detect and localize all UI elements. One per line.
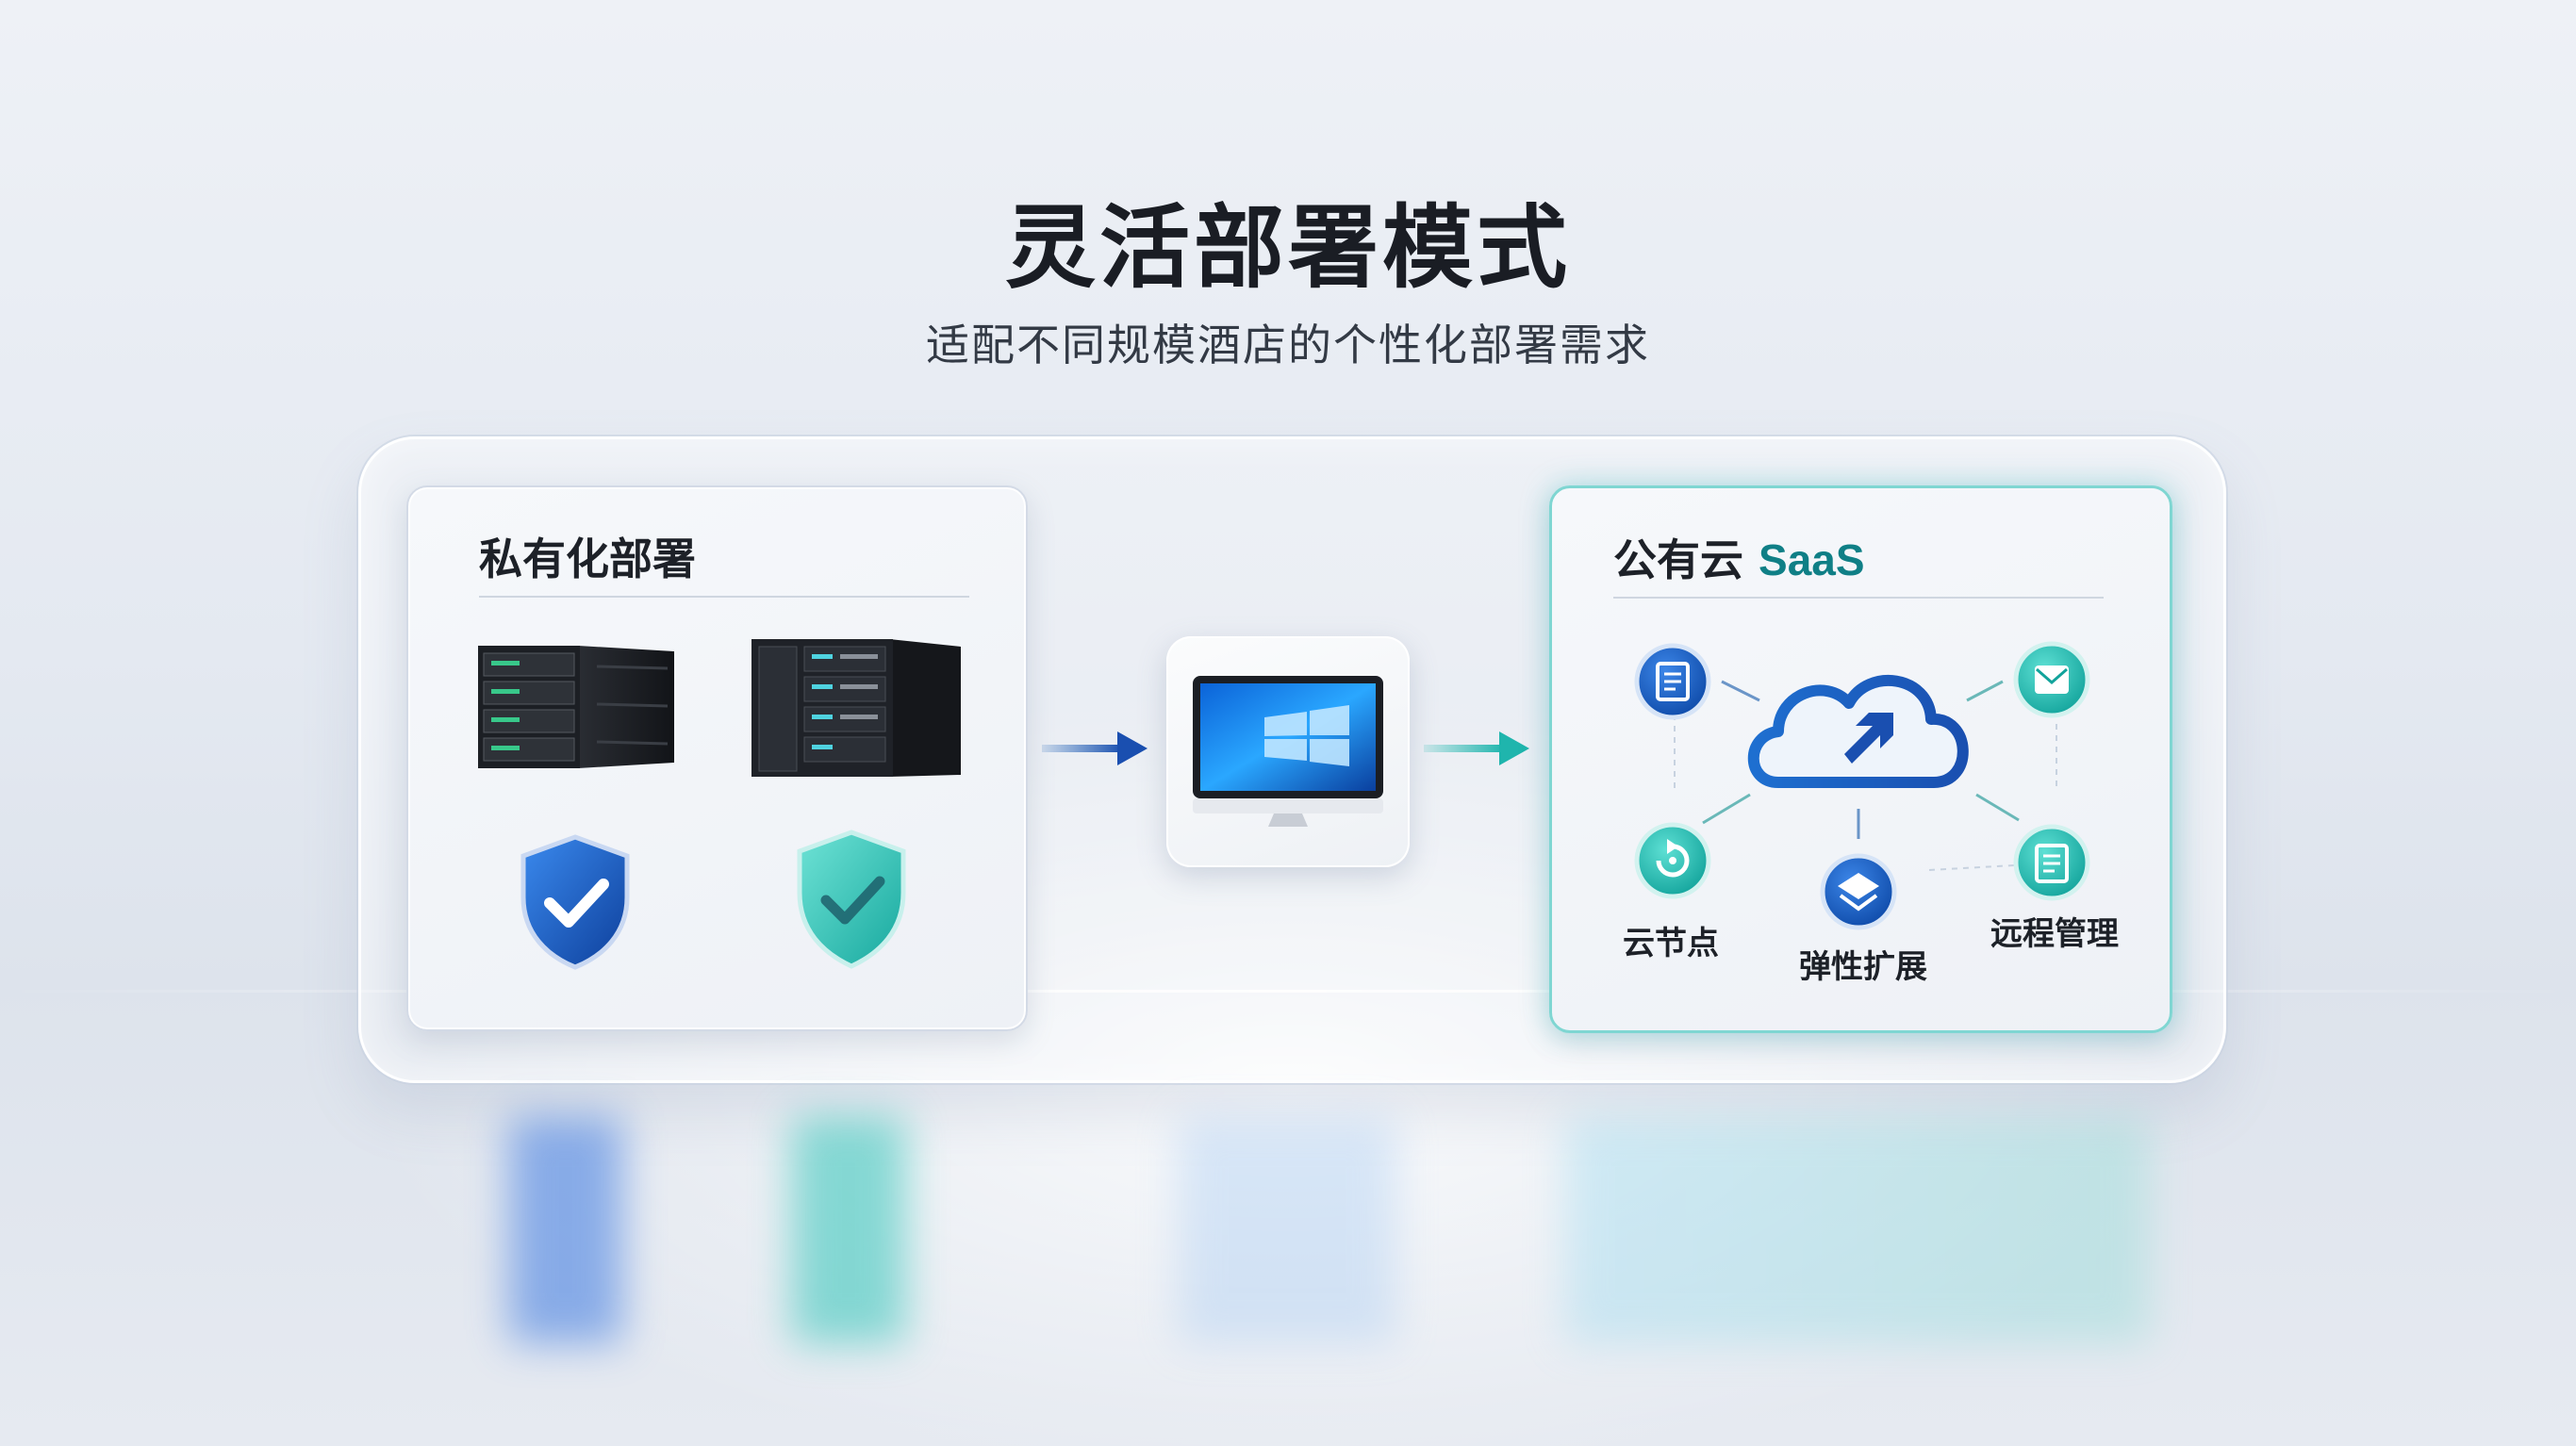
private-deployment-card: 私有化部署 xyxy=(406,485,1028,1031)
private-deployment-title: 私有化部署 xyxy=(479,534,696,584)
desktop-monitor-icon xyxy=(1193,676,1383,827)
page-subtitle: 适配不同规模酒店的个性化部署需求 xyxy=(926,320,1650,370)
divider xyxy=(1613,597,2104,599)
server-tower-icon xyxy=(751,639,961,777)
shield-check-icon-teal xyxy=(797,830,906,969)
server-rack-icon xyxy=(478,646,674,768)
report-icon xyxy=(2013,824,2090,901)
cloud-icon xyxy=(1747,675,1969,788)
refresh-icon xyxy=(1634,822,1711,899)
reflection-blue xyxy=(509,1117,622,1343)
connector-line xyxy=(1721,680,1760,702)
node-label-elastic-scaling: 弹性扩展 xyxy=(1799,948,1927,986)
desktop-client-tile xyxy=(1166,636,1410,867)
divider xyxy=(479,596,969,598)
reflection-monitor xyxy=(1179,1117,1395,1343)
document-icon xyxy=(1634,643,1711,720)
connector-line xyxy=(1702,793,1751,825)
node-label-remote-management: 远程管理 xyxy=(1990,915,2119,953)
reflection-saas xyxy=(1565,1117,2150,1343)
arrow-right-icon xyxy=(1042,731,1148,765)
node-label-cloud-node: 云节点 xyxy=(1623,925,1719,962)
saas-deployment-card: 公有云 SaaS xyxy=(1549,485,2172,1033)
reflection-teal xyxy=(792,1117,905,1343)
arrow-right-icon xyxy=(1424,731,1529,765)
connector-line xyxy=(1975,793,2020,822)
shield-check-icon-blue xyxy=(520,834,630,970)
connector-line xyxy=(1966,680,2004,702)
page-title: 灵活部署模式 xyxy=(1005,195,1571,301)
floor-highlight xyxy=(0,990,2576,993)
saas-title-en: SaaS xyxy=(1759,535,1865,584)
dashed-link xyxy=(1928,864,2015,871)
saas-deployment-title: 公有云 SaaS xyxy=(1613,526,1865,588)
mail-icon xyxy=(2013,641,2090,718)
layers-icon xyxy=(1820,853,1897,930)
saas-title-cn: 公有云 xyxy=(1613,534,1743,585)
saas-network-diagram xyxy=(1634,641,2090,930)
